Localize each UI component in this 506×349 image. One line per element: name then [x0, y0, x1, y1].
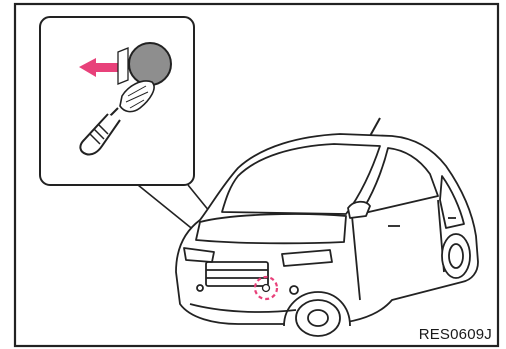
figure-reference-code: RES0609J — [419, 326, 492, 343]
detail-inset — [40, 17, 194, 185]
tow-hook-cover-detail — [129, 43, 171, 85]
